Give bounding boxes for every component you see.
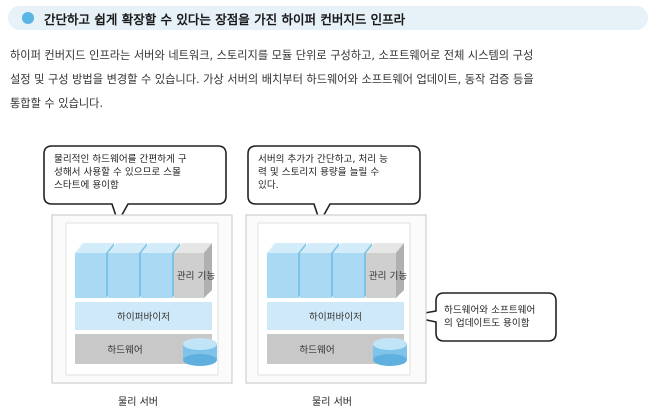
callout-text-right: 서버의 추가가 간단하고, 처리 능 력 및 스토리지 용량을 늘릴 수 있다. xyxy=(258,153,388,192)
hypervisor-label: 하이퍼바이저 xyxy=(267,309,404,323)
callout-line: 있다. xyxy=(258,179,388,192)
hardware-label: 하드웨어 xyxy=(267,342,367,356)
callout-line: 물리적인 하드웨어를 간편하게 구 xyxy=(54,153,187,166)
server-caption: 물리 서버 xyxy=(312,393,352,408)
callout-line: 서버의 추가가 간단하고, 처리 능 xyxy=(258,153,388,166)
management-label: 관리 기능 xyxy=(366,268,410,282)
callout-line: 력 및 스토리지 용량을 늘릴 수 xyxy=(258,166,388,179)
physical-server-2 xyxy=(246,215,426,383)
callout-line: 하드웨어와 소프트웨어 xyxy=(444,304,535,317)
hardware-label: 하드웨어 xyxy=(75,342,175,356)
management-label: 관리 기능 xyxy=(174,268,218,282)
storage-disk-icon xyxy=(373,338,407,366)
callout-text-left: 물리적인 하드웨어를 간편하게 구 성해서 사용할 수 있으므로 스몰 스타트에… xyxy=(54,153,187,192)
physical-server-1 xyxy=(52,215,232,383)
callout-text-side: 하드웨어와 소프트웨어 의 업데이트도 용이함 xyxy=(444,304,535,330)
storage-disk-icon xyxy=(183,338,217,366)
callout-line: 성해서 사용할 수 있으므로 스몰 xyxy=(54,166,187,179)
hypervisor-label: 하이퍼바이저 xyxy=(75,309,212,323)
callout-line: 스타트에 용이함 xyxy=(54,179,187,192)
server-caption: 물리 서버 xyxy=(118,393,158,408)
callout-line: 의 업데이트도 용이함 xyxy=(444,317,535,330)
